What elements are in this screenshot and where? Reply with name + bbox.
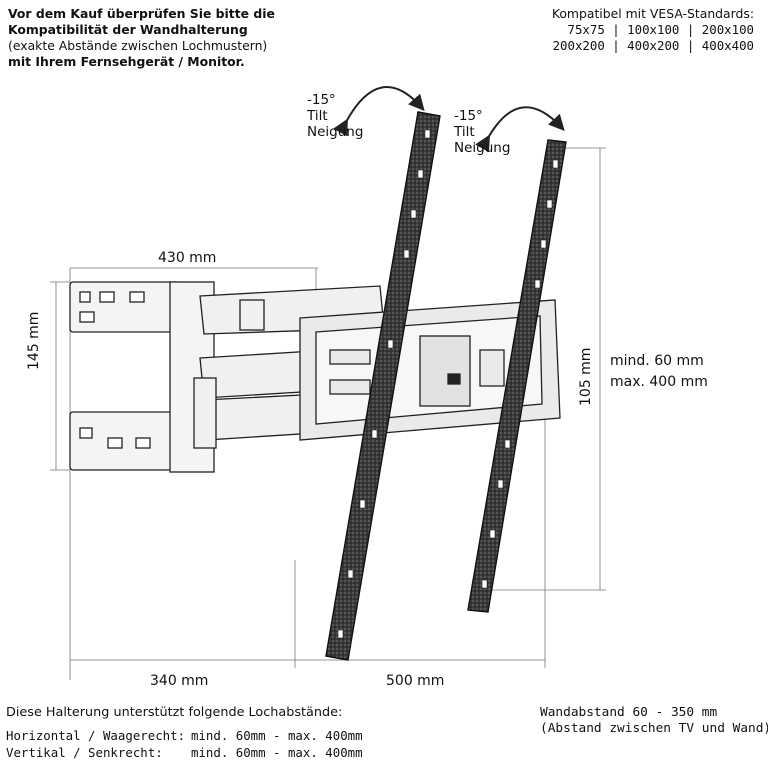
horizontal-label: Horizontal / Waagerecht: bbox=[6, 728, 186, 743]
rail-left-holes bbox=[337, 129, 431, 639]
tilt-arrow-right bbox=[475, 106, 565, 153]
note-line-2: Kompatibilität der Wandhalterung bbox=[8, 22, 248, 37]
rail-right-holes bbox=[481, 159, 559, 589]
tilt-left-angle: -15° bbox=[307, 92, 336, 108]
vesa-standards: Kompatibel mit VESA-Standards: 75x75 | 1… bbox=[552, 6, 754, 54]
dim-left-height: 145 mm bbox=[26, 311, 42, 370]
hole-spacing-info: Diese Halterung unterstützt folgende Loc… bbox=[6, 705, 363, 762]
tilt-label-left: -15° Tilt Neigung bbox=[307, 92, 363, 140]
dim-bottom-right: 500 mm bbox=[386, 673, 445, 689]
note-line-3: (exakte Abstände zwischen Lochmustern) bbox=[8, 38, 268, 53]
dim-top-width: 430 mm bbox=[158, 250, 217, 266]
wall-distance: Wandabstand 60 - 350 mm bbox=[540, 705, 718, 720]
footer-intro: Diese Halterung unterstützt folgende Loc… bbox=[6, 705, 343, 720]
tv-bracket-plate bbox=[299, 299, 561, 441]
vesa-title: Kompatibel mit VESA-Standards: bbox=[551, 6, 754, 21]
tilt-label-right: -15° Tilt Neigung bbox=[454, 108, 510, 156]
dim-rail-min: mind. 60 mm bbox=[610, 353, 704, 369]
wall-distance-note: (Abstand zwischen TV und Wand) bbox=[540, 721, 768, 736]
tilt-left-tilt: Tilt bbox=[307, 108, 328, 124]
vertical-label: Vertikal / Senkrecht: bbox=[6, 745, 163, 760]
dim-rail-max: max. 400 mm bbox=[610, 374, 708, 390]
compatibility-note: Vor dem Kauf überprüfen Sie bitte die Ko… bbox=[8, 6, 275, 70]
horizontal-value: mind. 60mm - max. 400mm bbox=[191, 728, 363, 743]
vertical-rail-left bbox=[325, 111, 441, 661]
vesa-row-1: 75x75 | 100x100 | 200x100 bbox=[567, 22, 755, 37]
note-line-4: mit Ihrem Fernsehgerät / Monitor. bbox=[8, 54, 245, 69]
wall-plate bbox=[69, 281, 215, 473]
tilt-right-neigung: Neigung bbox=[454, 140, 511, 156]
dim-bottom-left: 340 mm bbox=[150, 673, 209, 689]
tilt-arrow-left bbox=[333, 86, 425, 137]
dim-right-height: 105 mm bbox=[578, 347, 594, 406]
tilt-left-neigung: Neigung bbox=[307, 124, 364, 140]
note-line-1: Vor dem Kauf überprüfen Sie bitte die bbox=[8, 6, 275, 21]
wall-distance-info: Wandabstand 60 - 350 mm (Abstand zwische… bbox=[540, 705, 768, 737]
tilt-right-tilt: Tilt bbox=[454, 124, 475, 140]
dimension-lines bbox=[50, 147, 606, 680]
vertical-value: mind. 60mm - max. 400mm bbox=[191, 745, 363, 760]
tilt-right-angle: -15° bbox=[454, 108, 483, 124]
vesa-row-2: 200x200 | 400x200 | 400x400 bbox=[552, 38, 754, 53]
wall-mount-drawing bbox=[50, 86, 606, 680]
